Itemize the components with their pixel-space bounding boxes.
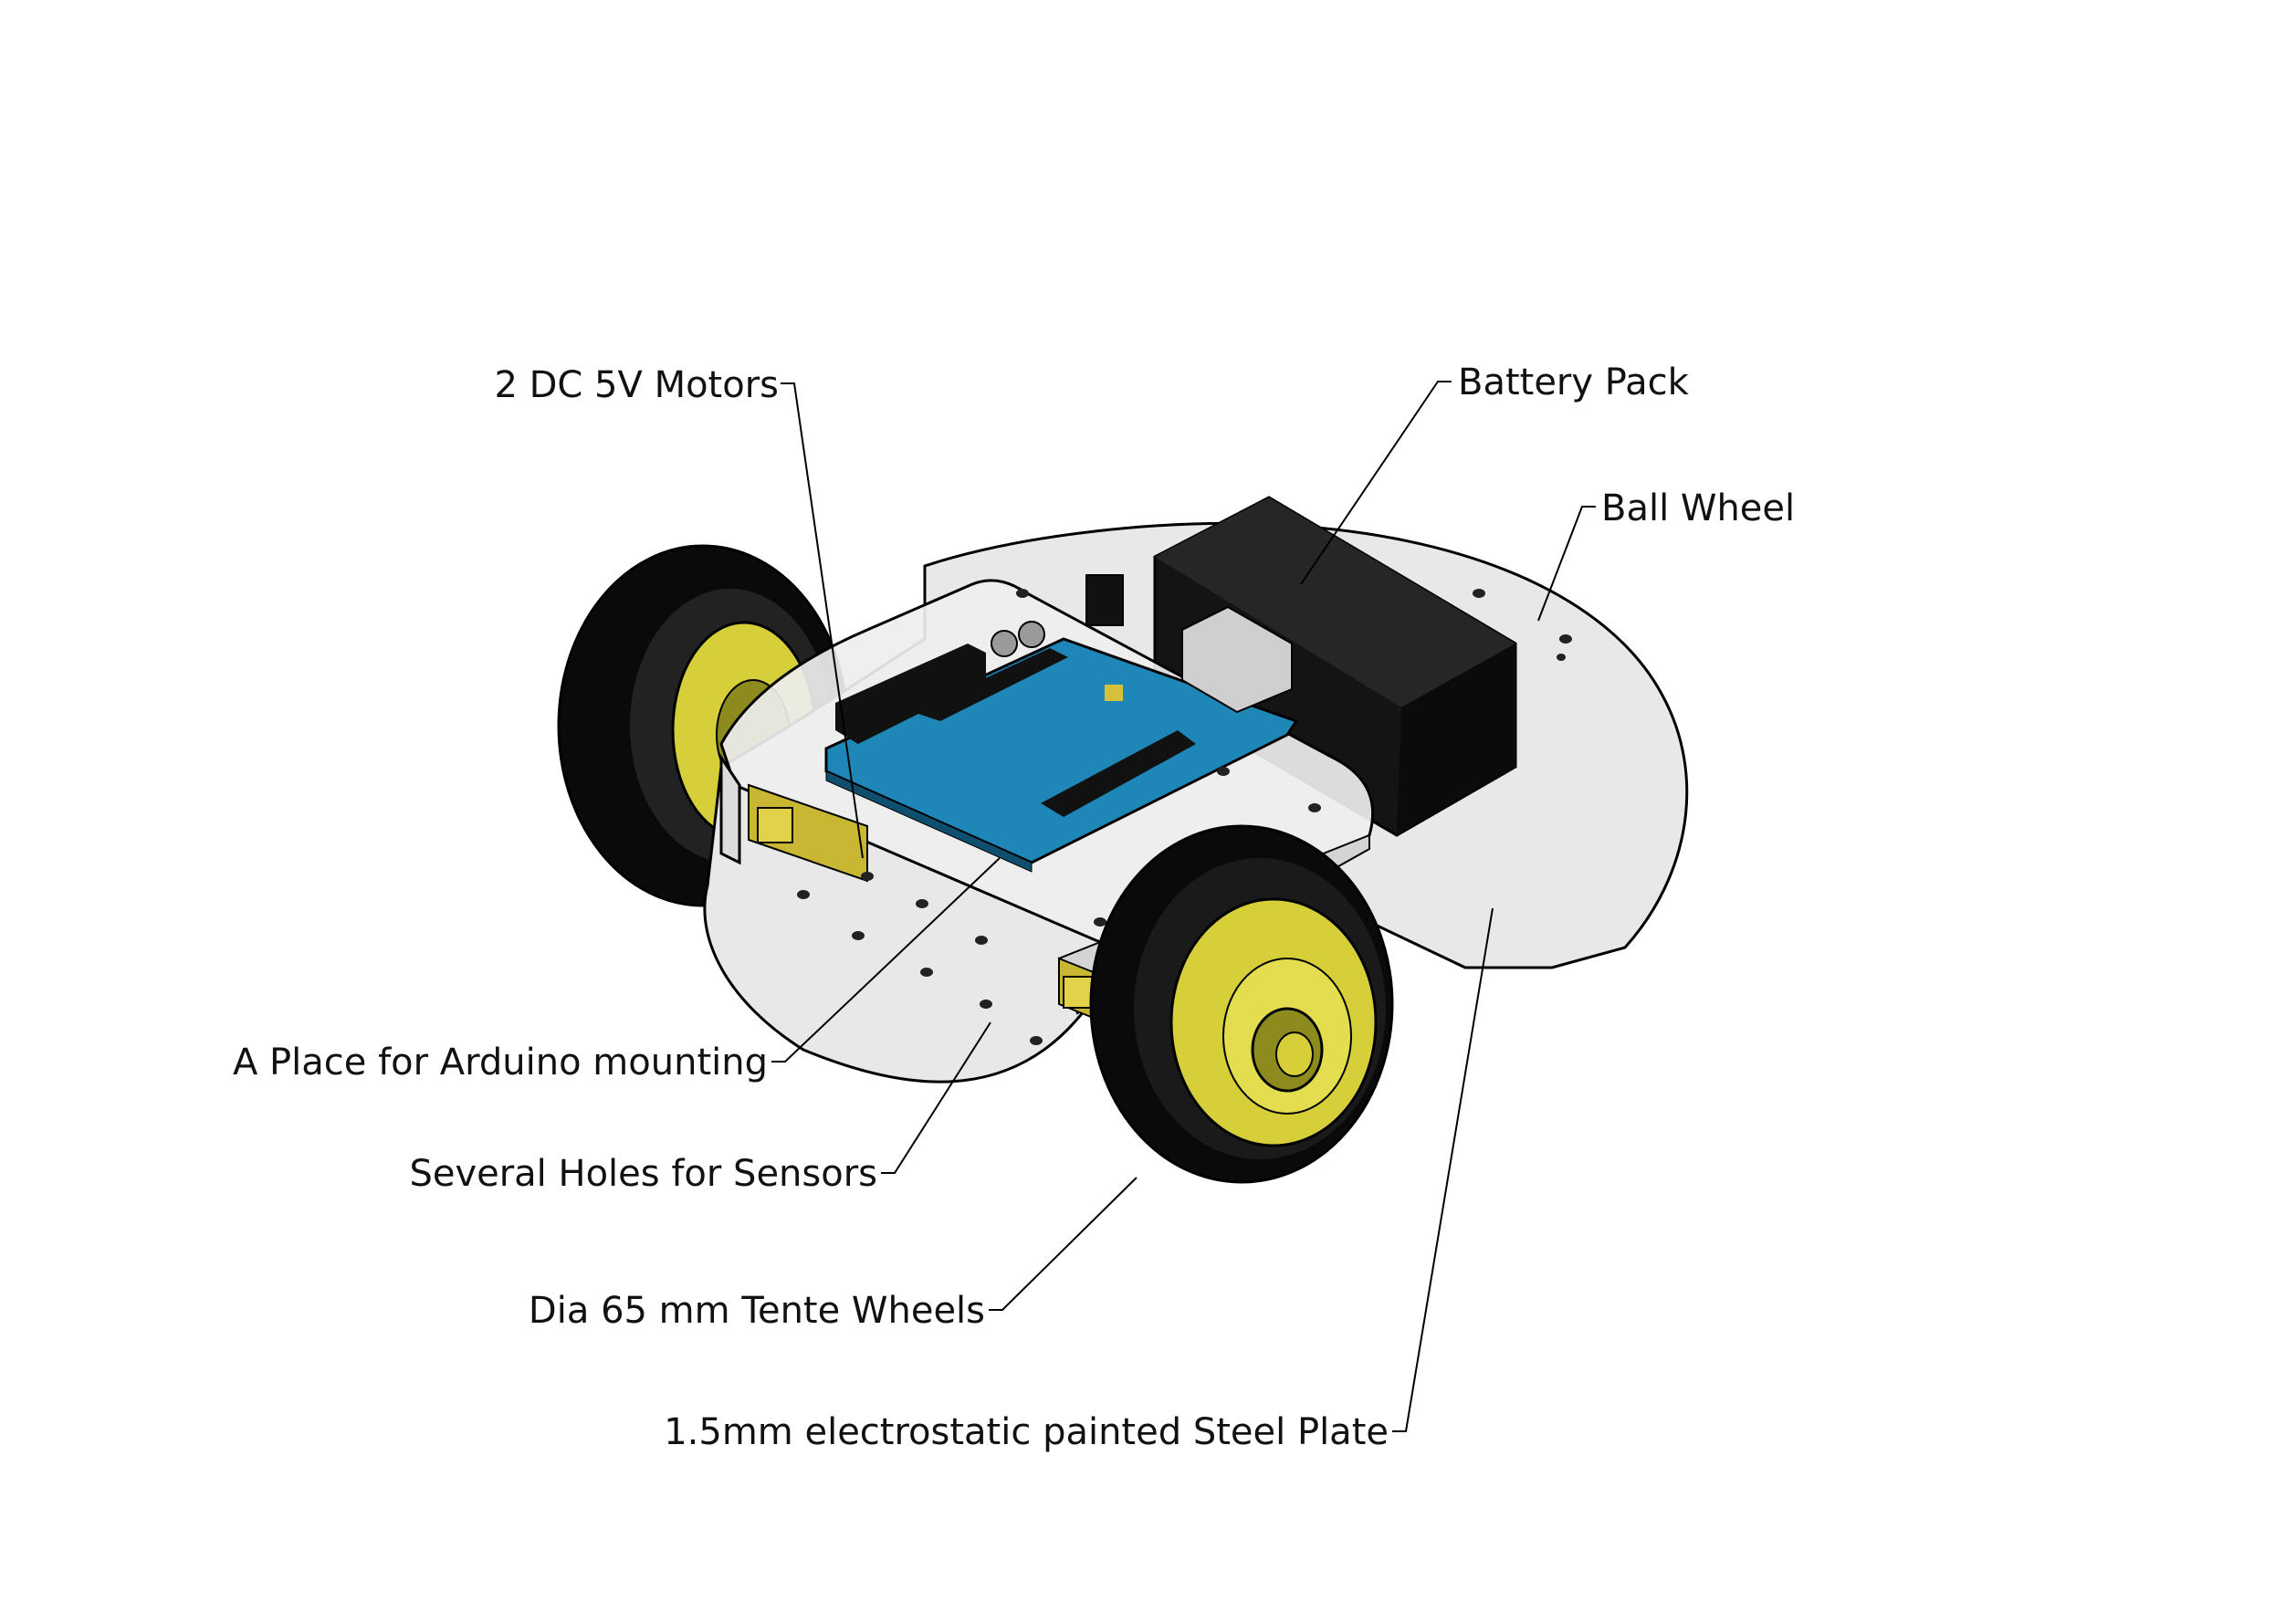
- leader-motors: [781, 382, 864, 859]
- leader-wheels: [989, 1177, 1138, 1311]
- label-sensor-holes: Several Holes for Sensors: [409, 1153, 877, 1195]
- arduino-board: [824, 574, 1299, 873]
- leader-lines: [771, 381, 1596, 1432]
- leader-arduino-mount: [771, 857, 1001, 1063]
- label-battery-pack: Battery Pack: [1458, 361, 1690, 403]
- label-wheels: Dia 65 mm Tente Wheels: [529, 1290, 985, 1332]
- leader-ball-wheel: [1537, 506, 1596, 622]
- callout-labels: 2 DC 5V Motors Battery Pack Ball Wheel A…: [233, 361, 1795, 1453]
- label-arduino-mounting: A Place for Arduino mounting: [233, 1042, 768, 1084]
- label-motors: 2 DC 5V Motors: [494, 364, 779, 406]
- battery-pack: [1153, 496, 1517, 837]
- right-wheel: [1089, 824, 1394, 1184]
- dc-motor-left: [748, 783, 868, 883]
- leader-plate: [1392, 907, 1494, 1432]
- label-steel-plate: 1.5mm electrostatic painted Steel Plate: [664, 1411, 1389, 1453]
- robot-chassis-illustration: [557, 496, 1689, 1184]
- leader-sensor-holes: [881, 1021, 991, 1174]
- label-ball-wheel: Ball Wheel: [1601, 487, 1795, 529]
- sensor-holes: [797, 589, 1572, 1045]
- leader-battery: [1300, 381, 1452, 585]
